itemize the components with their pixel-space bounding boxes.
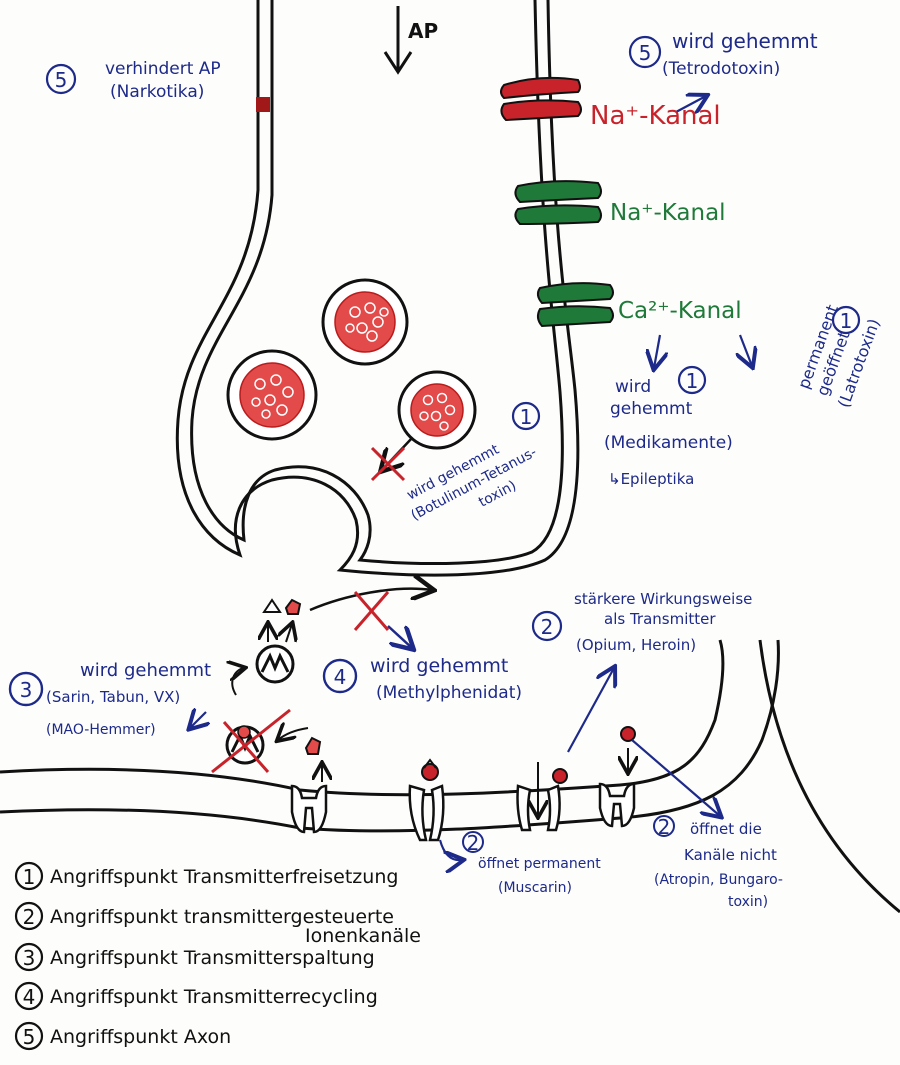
ap-arrow bbox=[383, 6, 413, 75]
legend-num-1: 1 bbox=[23, 865, 36, 889]
mao-text-2: (Sarin, Tabun, VX) bbox=[46, 688, 180, 706]
muscarin-num: 2 bbox=[467, 831, 480, 855]
blocked-release-arrow bbox=[370, 437, 413, 482]
legend-item-5: 5 Angriffspunkt Axon bbox=[14, 1021, 231, 1051]
receptor-1 bbox=[290, 784, 328, 834]
recycling-arrow bbox=[309, 589, 432, 648]
legend-text-3: Angriffspunkt Transmitterspaltung bbox=[50, 947, 375, 969]
enzyme-active bbox=[255, 644, 295, 684]
muscarin-num-circle bbox=[462, 831, 484, 853]
ca-block-text-3: (Medikamente) bbox=[604, 433, 733, 453]
legend-item-1: 1 Angriffspunkt Transmitterfreisetzung bbox=[14, 861, 398, 891]
legend-num-5: 5 bbox=[23, 1025, 36, 1049]
legend-num-2: 2 bbox=[23, 905, 36, 929]
ttx-text-2: (Tetrodotoxin) bbox=[662, 59, 780, 79]
ca-block-text-2: gehemmt bbox=[610, 399, 693, 419]
opium-text-1: stärkere Wirkungsweise bbox=[574, 590, 752, 608]
recycling-num-circle bbox=[322, 658, 358, 694]
opium-num-circle bbox=[531, 610, 563, 642]
mao-num-circle bbox=[8, 671, 44, 707]
legend-text-4: Angriffspunkt Transmitterrecycling bbox=[50, 986, 378, 1008]
opium-num: 2 bbox=[541, 615, 554, 639]
atropin-num-circle bbox=[653, 815, 675, 837]
legend: 1 Angriffspunkt Transmitterfreisetzung 2… bbox=[14, 861, 421, 1051]
receptor-2 bbox=[408, 758, 445, 842]
na-channel-red-label: Na⁺-Kanal bbox=[590, 101, 721, 131]
axon-text-2: (Narkotika) bbox=[110, 82, 204, 102]
enzyme-arrow bbox=[232, 668, 244, 696]
na-channel-green bbox=[514, 180, 602, 226]
transmitter-fragments bbox=[264, 598, 302, 642]
axon-num: 5 bbox=[55, 68, 68, 92]
atropin-num: 2 bbox=[658, 815, 671, 839]
atropin-text-4: toxin) bbox=[728, 894, 768, 910]
legend-text-2b: Ionenkanäle bbox=[305, 925, 421, 947]
vesicle-top bbox=[321, 278, 409, 366]
legend-num-3: 3 bbox=[23, 946, 36, 970]
recycling-text-2: (Methylphenidat) bbox=[376, 683, 522, 703]
ca-block-num-circle bbox=[677, 365, 707, 395]
latro-group: permanent geöffnet (Latrotoxin) bbox=[794, 302, 884, 410]
ca-block-num: 1 bbox=[686, 369, 699, 393]
ca-channel-label: Ca²⁺-Kanal bbox=[618, 298, 742, 324]
opium-text-3: (Opium, Heroin) bbox=[576, 636, 696, 654]
axon-num-circle bbox=[45, 63, 77, 95]
ttx-num: 5 bbox=[639, 41, 652, 65]
vesicle-right bbox=[397, 370, 477, 450]
legend-item-3: 3 Angriffspunkt Transmitterspaltung bbox=[14, 942, 375, 972]
mao-text-1: wird gehemmt bbox=[80, 660, 211, 681]
vesicle-left bbox=[226, 349, 318, 441]
latro-num: 1 bbox=[840, 309, 853, 333]
ap-label: AP bbox=[408, 19, 438, 43]
atropin-text-3: (Atropin, Bungaro- bbox=[654, 872, 783, 888]
legend-text-2: Angriffspunkt transmittergesteuerte bbox=[50, 906, 394, 928]
latro-num-circle bbox=[831, 305, 861, 335]
muscarin-text-2: (Muscarin) bbox=[498, 880, 572, 896]
recycling-text-1: wird gehemmt bbox=[370, 655, 508, 677]
na-channel-green-label: Na⁺-Kanal bbox=[610, 200, 726, 226]
botulinum-num-circle bbox=[511, 401, 541, 431]
botulinum-num: 1 bbox=[520, 405, 533, 429]
blocked-axon-segment bbox=[256, 97, 270, 112]
na-channel-red bbox=[500, 76, 582, 122]
legend-text-5: Angriffspunkt Axon bbox=[50, 1026, 231, 1048]
annotation-arrows bbox=[190, 96, 752, 860]
atropin-text-1: öffnet die bbox=[690, 820, 762, 838]
mao-text-3: (MAO-Hemmer) bbox=[46, 722, 156, 738]
ca-block-text-4: ↳Epileptika bbox=[608, 470, 694, 488]
ca-block-text-1: wird bbox=[615, 377, 651, 397]
ca-channel-green bbox=[536, 282, 614, 328]
enzyme-blocked bbox=[211, 708, 291, 774]
recycling-num: 4 bbox=[334, 665, 347, 689]
free-transmitter bbox=[304, 736, 322, 782]
receptor-4 bbox=[598, 726, 635, 828]
receptor-3 bbox=[516, 762, 568, 832]
atropin-text-2: Kanäle nicht bbox=[684, 846, 777, 864]
legend-num-4: 4 bbox=[23, 985, 36, 1009]
transmitter-to-enzyme-arrow bbox=[278, 728, 309, 740]
postsynaptic-membrane bbox=[0, 639, 900, 914]
muscarin-text-1: öffnet permanent bbox=[478, 856, 601, 872]
ttx-num-circle bbox=[628, 35, 662, 69]
legend-item-4: 4 Angriffspunkt Transmitterrecycling bbox=[14, 981, 378, 1011]
axon-text-1: verhindert AP bbox=[105, 59, 221, 79]
legend-text-1: Angriffspunkt Transmitterfreisetzung bbox=[50, 866, 398, 888]
mao-num: 3 bbox=[20, 678, 33, 702]
opium-text-2: als Transmitter bbox=[604, 610, 716, 628]
presynaptic-membrane bbox=[175, 0, 580, 577]
legend-item-2: 2 Angriffspunkt transmittergesteuerte Io… bbox=[14, 901, 421, 947]
ttx-text-1: wird gehemmt bbox=[672, 29, 818, 53]
